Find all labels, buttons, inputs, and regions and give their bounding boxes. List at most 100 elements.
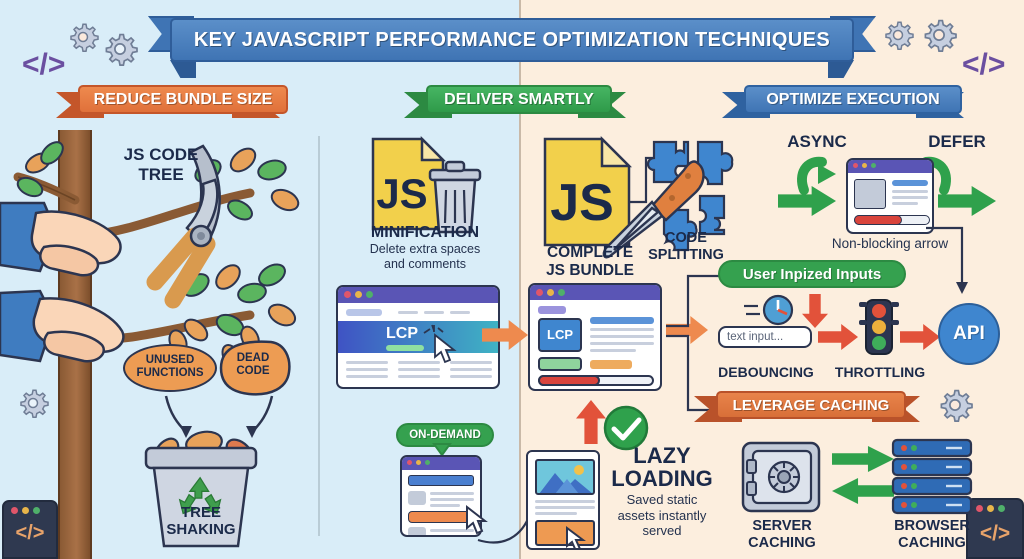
- code-splitting-line1: CODE: [665, 230, 707, 246]
- tree-shaking-bin-label: TREE SHAKING: [140, 504, 262, 539]
- recycle-icon: [178, 476, 222, 515]
- content-line: [892, 202, 918, 205]
- lazy-loading-description: Saved static assets instantly served: [596, 492, 728, 539]
- code-splitting-line2: SPLITTING: [648, 246, 724, 263]
- dead-code-line1: DEAD: [236, 352, 270, 364]
- lcp-hero-label: LCP: [386, 325, 418, 342]
- lcp-browser-window-2[interactable]: LCP: [528, 283, 662, 391]
- content-line: [535, 506, 595, 509]
- dead-code-leaf-shape: [219, 340, 291, 396]
- svg-text:JS: JS: [550, 174, 614, 232]
- content-line: [590, 328, 654, 331]
- js-file-icon-minification: JS: [371, 135, 447, 231]
- traffic-light-icon: [859, 299, 899, 355]
- js-code-tree-label-line1: JS CODE: [123, 145, 199, 164]
- connector-lcp2-to-caching: [666, 334, 722, 412]
- server-stack-icon: [891, 438, 973, 515]
- orange-cta-block[interactable]: [535, 520, 595, 546]
- puzzle-piece-icon-group: [646, 140, 734, 252]
- window-dot-yellow: [22, 507, 29, 514]
- async-curved-arrow: [797, 156, 836, 195]
- window-dot-green: [425, 460, 430, 465]
- content-line: [892, 190, 928, 193]
- server-caching-label: SERVER CACHING: [726, 518, 838, 551]
- text-input-value: text input...: [727, 331, 784, 343]
- click-sparkle-icon: [423, 325, 444, 334]
- lcp-hero-label-2: LCP: [547, 327, 573, 342]
- content-line: [346, 361, 388, 364]
- lcp-browser-window-1[interactable]: LCP: [336, 285, 500, 389]
- lazy-loading-line1: LAZY: [633, 443, 691, 468]
- browser-caching-line2: CACHING: [898, 534, 966, 551]
- page-title: KEY JAVASCRIPT PERFORMANCE OPTIMIZATION …: [170, 18, 854, 62]
- gear-icon-right-mid: [940, 389, 973, 422]
- api-circle: API: [938, 303, 1000, 365]
- code-window-icon-bottom-right: </>: [966, 498, 1024, 559]
- server-caching-line1: SERVER: [752, 518, 812, 534]
- orange-block: [590, 360, 632, 369]
- window-dot-green: [366, 291, 373, 298]
- heading-bar: [590, 317, 654, 324]
- lazy-desc-line1: Saved static: [626, 492, 698, 507]
- throttling-label: THROTTLING: [834, 364, 926, 380]
- text-input-field[interactable]: text input...: [718, 326, 812, 348]
- tree-shaking-line1: TREE: [180, 504, 221, 521]
- content-line: [450, 368, 492, 371]
- debouncing-label: DEBOUNCING: [718, 364, 814, 380]
- window-dot-green: [558, 289, 565, 296]
- minification-desc-line1: Delete extra spaces: [369, 242, 481, 256]
- cursor-icon-lazy: [566, 526, 586, 548]
- cursor-icon-on-demand: [466, 504, 488, 535]
- section-header-deliver-smartly: DELIVER SMARTLY: [426, 85, 612, 114]
- dead-code-line2: CODE: [236, 365, 270, 378]
- tree-shaking-line2: SHAKING: [166, 521, 236, 539]
- gear-icon-top-left-1: [70, 23, 99, 52]
- lcp-image-block: [538, 318, 582, 352]
- svg-text:JS: JS: [376, 170, 427, 217]
- content-line: [430, 504, 460, 507]
- code-splitting-label: CODE SPLITTING: [634, 230, 738, 263]
- content-line: [430, 498, 474, 501]
- nav-line: [398, 311, 418, 314]
- content-line: [590, 342, 654, 345]
- content-line: [430, 529, 474, 532]
- execution-browser-window[interactable]: [846, 158, 934, 234]
- recycle-bin: [144, 446, 258, 548]
- window-dot-yellow: [355, 291, 362, 298]
- content-line: [892, 196, 928, 199]
- section-header-optimize-execution: OPTIMIZE EXECUTION: [744, 85, 962, 114]
- content-line: [535, 512, 577, 515]
- content-line: [450, 375, 492, 378]
- window-dot-red: [853, 163, 858, 168]
- window-dot-red: [976, 505, 983, 512]
- content-line: [398, 361, 440, 364]
- progress-fill: [854, 215, 902, 225]
- code-glyph-bottom-left: </>: [15, 522, 45, 544]
- gear-icon-left-mid: [20, 389, 49, 418]
- window-dot-yellow: [547, 289, 554, 296]
- connector-execution-to-api: [926, 226, 968, 294]
- gear-icon-top-right-2: [924, 19, 957, 52]
- js-code-tree-label-line2: TREE: [138, 164, 184, 184]
- content-line: [590, 335, 654, 338]
- window-dot-red: [344, 291, 351, 298]
- content-line: [346, 368, 388, 371]
- lazy-desc-line3: served: [642, 523, 682, 539]
- browser-caching-label: BROWSER CACHING: [876, 518, 988, 551]
- content-line: [590, 349, 636, 352]
- clock-icon: [744, 294, 794, 326]
- window-dot-yellow: [862, 163, 867, 168]
- nav-pill: [538, 306, 566, 314]
- js-code-tree-label: JS CODE TREE: [96, 145, 226, 184]
- green-block: [538, 357, 582, 371]
- gear-icon-top-left-2: [105, 33, 138, 66]
- content-line: [430, 492, 474, 495]
- hands-illustration: [0, 201, 125, 363]
- window-dot-yellow: [416, 460, 421, 465]
- api-label: API: [953, 323, 985, 344]
- window-dot-red: [536, 289, 543, 296]
- non-blocking-caption: Non-blocking arrow: [831, 236, 949, 251]
- code-glyph-top-left: </>: [22, 48, 66, 81]
- unused-functions-bubble: [123, 344, 217, 392]
